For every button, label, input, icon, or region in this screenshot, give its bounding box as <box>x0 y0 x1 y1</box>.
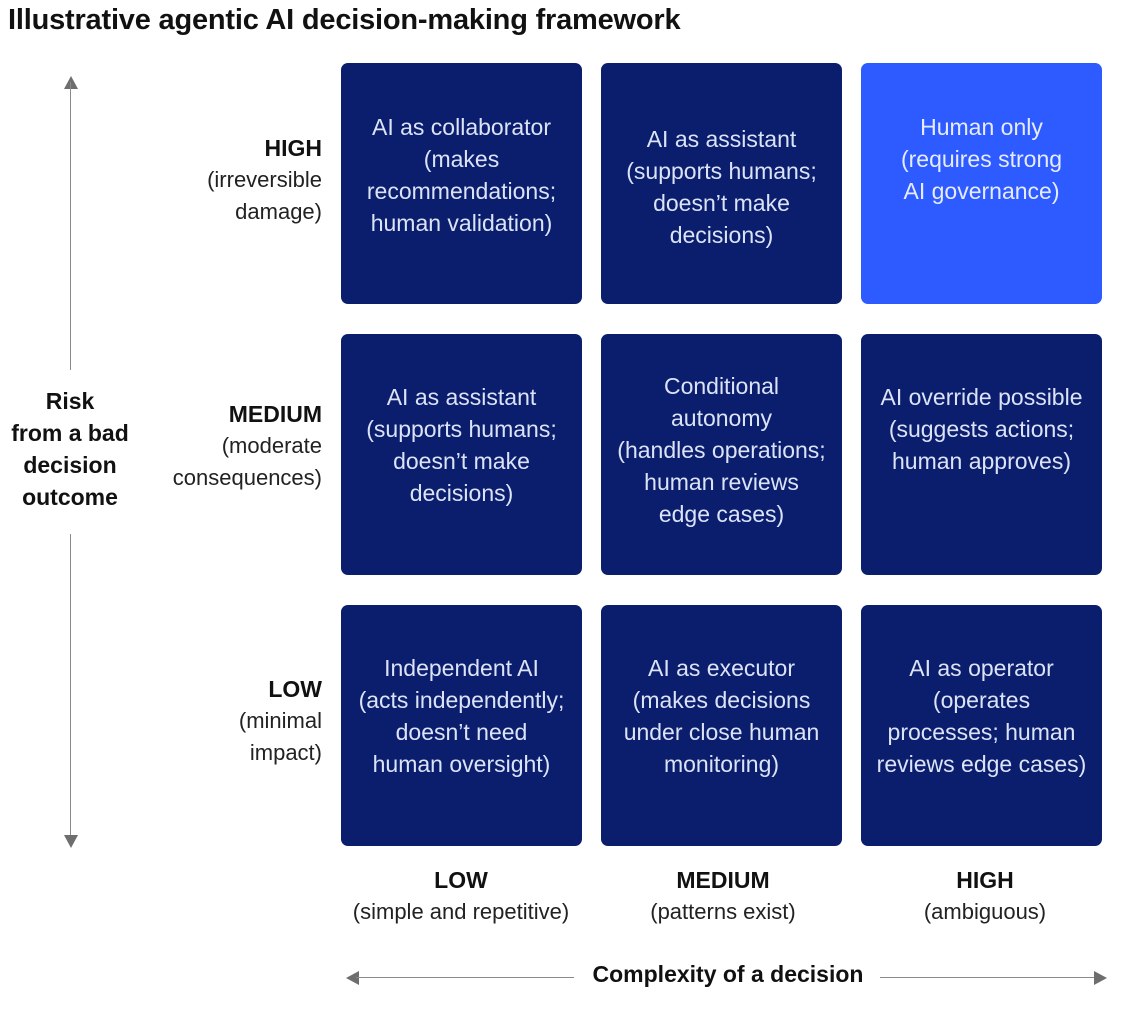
arrow-right-icon <box>1094 971 1107 985</box>
arrow-up-icon <box>64 76 78 89</box>
row-label-high: HIGH (irreversible damage) <box>207 132 322 228</box>
column-label-high: HIGH (ambiguous) <box>855 864 1115 928</box>
row-level: MEDIUM <box>228 401 322 427</box>
column-label-low: LOW (simple and repetitive) <box>331 864 591 928</box>
complexity-axis-label: Complexity of a decision <box>592 961 864 987</box>
cell-low-risk-high-complexity: AI as operator (operates processes; huma… <box>861 605 1102 846</box>
row-description: (minimal impact) <box>238 708 322 765</box>
complexity-axis-line-right <box>880 977 1096 978</box>
risk-axis-line-bottom <box>70 534 71 836</box>
cell-medium-risk-medium-complexity: Conditional autonomy (handles operations… <box>601 334 842 575</box>
complexity-axis-line-left <box>356 977 574 978</box>
row-label-medium: MEDIUM (moderate consequences) <box>173 398 322 494</box>
row-level: HIGH <box>264 135 323 161</box>
column-description: (simple and repetitive) <box>352 899 570 924</box>
column-level: HIGH <box>956 867 1014 893</box>
row-level: LOW <box>268 676 322 702</box>
row-description: (moderate consequences) <box>172 433 322 490</box>
row-label-low: LOW (minimal impact) <box>239 673 322 769</box>
column-level: LOW <box>434 867 488 893</box>
column-label-medium: MEDIUM (patterns exist) <box>593 864 853 928</box>
diagram-title: Illustrative agentic AI decision-making … <box>8 4 681 36</box>
cell-medium-risk-high-complexity: AI override possible (suggests actions; … <box>861 334 1102 575</box>
arrow-down-icon <box>64 835 78 848</box>
risk-axis-line-top <box>70 82 71 370</box>
cell-medium-risk-low-complexity: AI as assistant (supports humans; doesn’… <box>341 334 582 575</box>
cell-high-risk-low-complexity: AI as collaborator (makes recommendation… <box>341 63 582 304</box>
arrow-left-icon <box>346 971 359 985</box>
cell-low-risk-medium-complexity: AI as executor (makes decisions under cl… <box>601 605 842 846</box>
risk-axis-label: Risk from a bad decision outcome <box>11 388 129 510</box>
row-description: (irreversible damage) <box>207 167 322 224</box>
column-level: MEDIUM <box>676 867 770 893</box>
column-description: (ambiguous) <box>923 899 1047 924</box>
column-description: (patterns exist) <box>650 899 796 924</box>
cell-high-risk-high-complexity: Human only (requires strong AI governanc… <box>861 63 1102 304</box>
cell-high-risk-medium-complexity: AI as assistant (supports humans; doesn’… <box>601 63 842 304</box>
cell-low-risk-low-complexity: Independent AI (acts independently; does… <box>341 605 582 846</box>
